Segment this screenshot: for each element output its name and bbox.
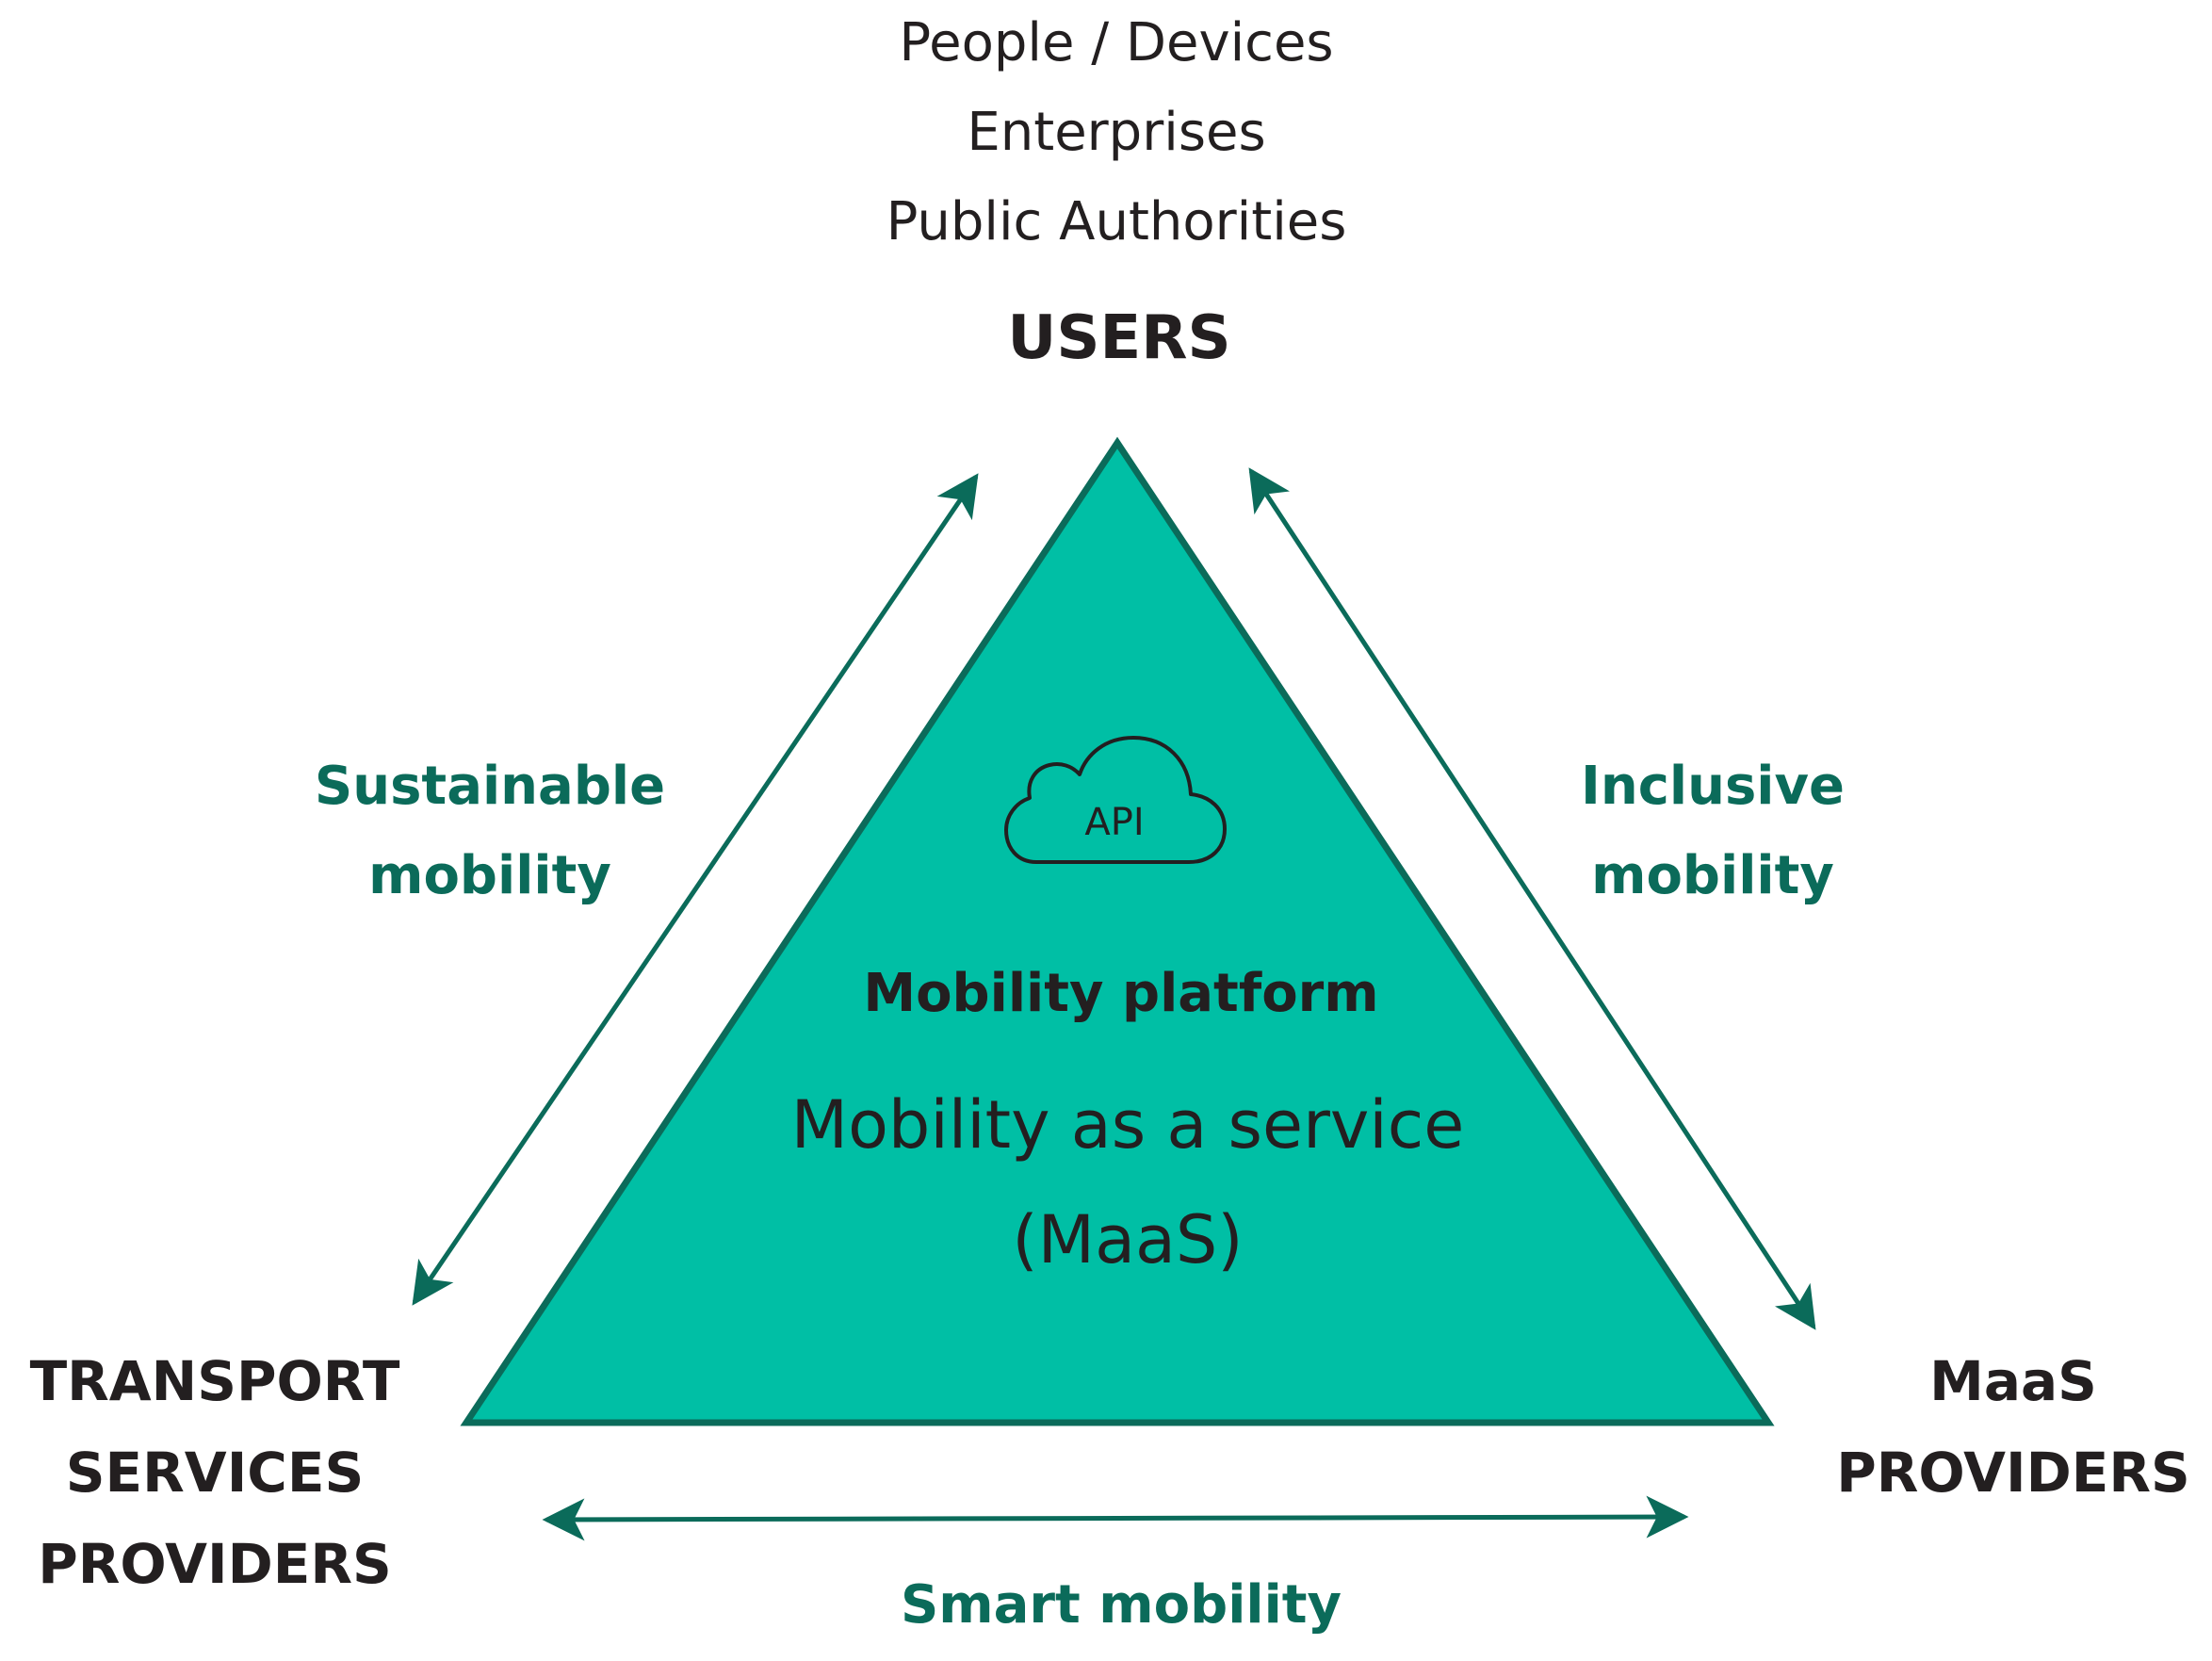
sustainable-mobility-arrow [412, 473, 979, 1306]
users-subtitle-line: People / Devices [899, 12, 1333, 73]
sustainable-label-line: mobility [368, 845, 611, 906]
platform-subtitle-line: Mobility as a service [791, 1086, 1465, 1164]
maas-heading-line: PROVIDERS [1836, 1441, 2190, 1505]
cloud-icon: API [1004, 736, 1227, 864]
platform-subtitle-line: (MaaS) [1012, 1201, 1243, 1278]
inclusive-label-line: Inclusive [1581, 756, 1845, 817]
smart-mobility-label: Smart mobility [901, 1574, 1342, 1636]
transport-heading-line: SERVICES [66, 1441, 364, 1505]
inclusive-mobility-arrow [1248, 467, 1816, 1330]
sustainable-label-line: Sustainable [315, 756, 665, 817]
transport-heading-line: PROVIDERS [38, 1532, 392, 1596]
smart-mobility-arrow [542, 1495, 1689, 1541]
platform-title: Mobility platform [863, 963, 1378, 1024]
users-block: People / Devices Enterprises Public Auth… [886, 12, 1347, 373]
api-label: API [1084, 801, 1144, 844]
inclusive-label-line: mobility [1591, 845, 1834, 906]
maas-heading-line: MaaS [1929, 1349, 2097, 1413]
users-subtitle-line: Enterprises [967, 102, 1265, 163]
users-subtitle-line: Public Authorities [886, 191, 1347, 252]
maas-providers-block: MaaS PROVIDERS [1836, 1349, 2190, 1505]
transport-providers-block: TRANSPORT SERVICES PROVIDERS [30, 1349, 400, 1596]
transport-heading-line: TRANSPORT [30, 1349, 400, 1413]
users-heading: USERS [1007, 303, 1230, 373]
